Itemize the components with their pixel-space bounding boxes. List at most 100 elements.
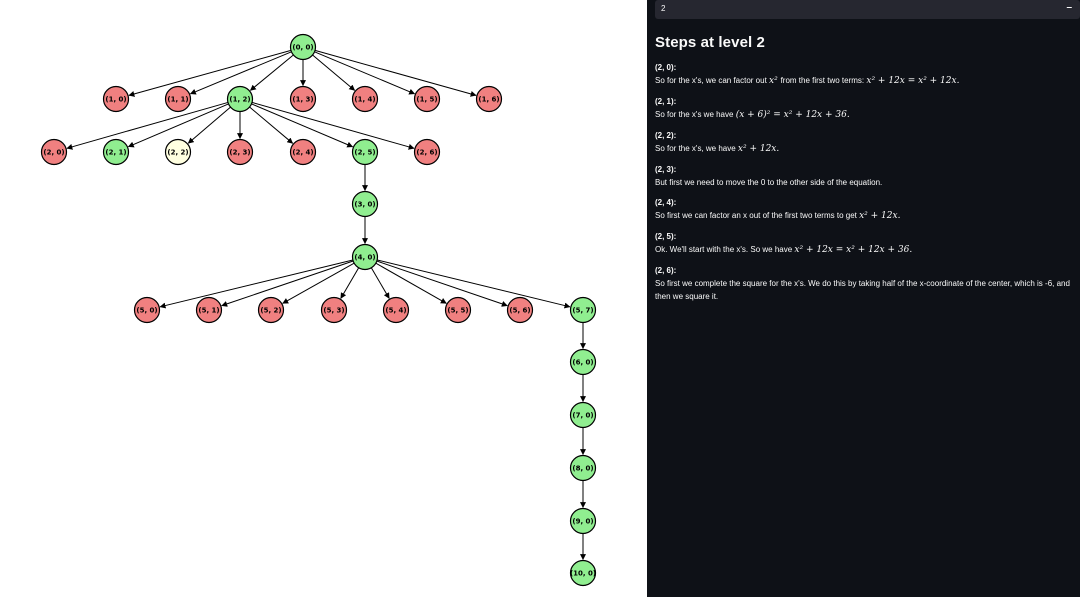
tree-node-label: (5, 1) [198,307,219,315]
tree-node-label: (6, 0) [572,359,593,367]
tree-node: (1, 1) [164,85,192,113]
tree-edge [377,259,571,309]
tree-node: (3, 0) [351,190,379,218]
tree-node: (6, 0) [569,348,597,376]
tree-node-label: (4, 0) [354,254,375,262]
tree-node-label: (2, 0) [43,149,64,157]
tree-node-label: (5, 6) [509,307,530,315]
tree-node: (1, 0) [102,85,130,113]
tree-edge [251,101,415,150]
tree-node: (1, 4) [351,85,379,113]
tree-node-circle [569,348,597,376]
tree-node-circle [195,296,223,324]
step-math: x² + 12x. [737,144,780,154]
tree-edge [187,106,231,144]
tree-node-circle [102,138,130,166]
tree-node-circle [413,138,441,166]
step-item: (2, 4):So first we can factor an x out o… [655,197,1075,223]
tree-node-circle [257,296,285,324]
tree-edge [376,260,508,307]
steps-sidebar: 2 – Steps at level 2 (2, 0): So for the x… [647,0,1080,597]
tree-node-circle [226,85,254,113]
tree-node-circle [164,85,192,113]
tree-node-label: (1, 6) [478,96,499,104]
step-text: So for the x's, we can factor out x² fro… [655,74,1075,88]
step-item: (2, 2):So for the x's, we have x² + 12x. [655,130,1075,156]
tree-node: (2, 1) [102,138,130,166]
tree-node-circle [289,85,317,113]
tree-node-label: (1, 1) [167,96,188,104]
tree-node-label: (5, 2) [260,307,281,315]
tree-edge [314,49,477,97]
step-prose: So for the x's we have [655,110,736,119]
tree-node: (5, 0) [133,296,161,324]
tree-node-circle [351,190,379,218]
step-text: But first we need to move the 0 to the o… [655,176,1075,189]
tree-node-circle [569,507,597,535]
tree-node-circle [351,85,379,113]
tree-node-circle [382,296,410,324]
tree-node-label: (2, 2) [167,149,188,157]
tree-node-circle [133,296,161,324]
steps-title: Steps at level 2 [655,34,765,51]
tree-node: (1, 5) [413,85,441,113]
tree-edge [128,49,292,97]
tree-edge [314,51,416,95]
tree-node-label: (2, 6) [416,149,437,157]
tree-node-label: (1, 4) [354,96,375,104]
tree-node-label: (1, 5) [416,96,437,104]
step-math: x² [769,76,781,86]
step-text: So first we complete the square for the … [655,277,1075,303]
tree-graph-panel: (0, 0)(1, 0)(1, 1)(1, 2)(1, 3)(1, 4)(1, … [40,33,597,587]
tree-node-label: (5, 4) [385,307,406,315]
tree-node-label: (1, 0) [105,96,126,104]
tree-node: (7, 0) [569,401,597,429]
tree-node: (9, 0) [569,507,597,535]
tree-node-circle [444,296,472,324]
step-prose: Ok. We'll start with the x's. So we have [655,245,795,254]
step-prose: So for the x's, we have [655,144,738,153]
step-math: (x + 6)² = x² + 12x + 36. [735,110,850,120]
tree-edge [370,267,390,299]
tree-node-circle [320,296,348,324]
tree-node-label: (2, 1) [105,149,126,157]
tree-node-circle [506,296,534,324]
step-prose: from the first two terms: [780,76,867,85]
tree-edge [66,101,229,150]
step-text: So for the x's we have (x + 6)² = x² + 1… [655,108,1075,122]
tree-node: (2, 0) [40,138,68,166]
tree-node-label: (5, 3) [323,307,344,315]
step-id: (2, 4): [655,198,677,207]
tree-node: (5, 3) [320,296,348,324]
tree-edge [221,260,354,307]
step-math: x² + 12x = x² + 12x + 36. [794,245,913,255]
tree-node-circle [40,138,68,166]
collapse-icon[interactable]: – [1066,2,1072,13]
tree-node-circle [351,243,379,271]
step-item: (2, 0): So for the x's, we can factor out… [655,62,1075,88]
level-selector[interactable]: 2 – [655,0,1080,19]
tree-node: (2, 5) [351,138,379,166]
step-math: x² + 12x. [859,211,901,221]
tree-node-label: (9, 0) [572,518,593,526]
tree-node-circle [569,296,597,324]
step-item: (2, 1):So for the x's we have (x + 6)² =… [655,96,1075,122]
tree-node: (5, 2) [257,296,285,324]
tree-node: (5, 1) [195,296,223,324]
tree-node: (1, 3) [289,85,317,113]
tree-node: (0, 0) [289,33,317,61]
tree-node-label: (5, 7) [572,307,593,315]
tree-node-circle [289,138,317,166]
step-id: (2, 0): [655,63,677,72]
tree-node-circle [475,85,503,113]
tree-node-circle [569,454,597,482]
tree-node-circle [102,85,130,113]
tree-node-circle [226,138,254,166]
tree-edge [249,54,294,91]
step-prose: So first we complete the square for the … [655,279,1070,301]
tree-node-circle [289,33,317,61]
tree-node: (2, 6) [413,138,441,166]
tree-node: (8, 0) [569,454,597,482]
step-item: (2, 5):Ok. We'll start with the x's. So … [655,231,1075,257]
tree-node: (5, 5) [444,296,472,324]
